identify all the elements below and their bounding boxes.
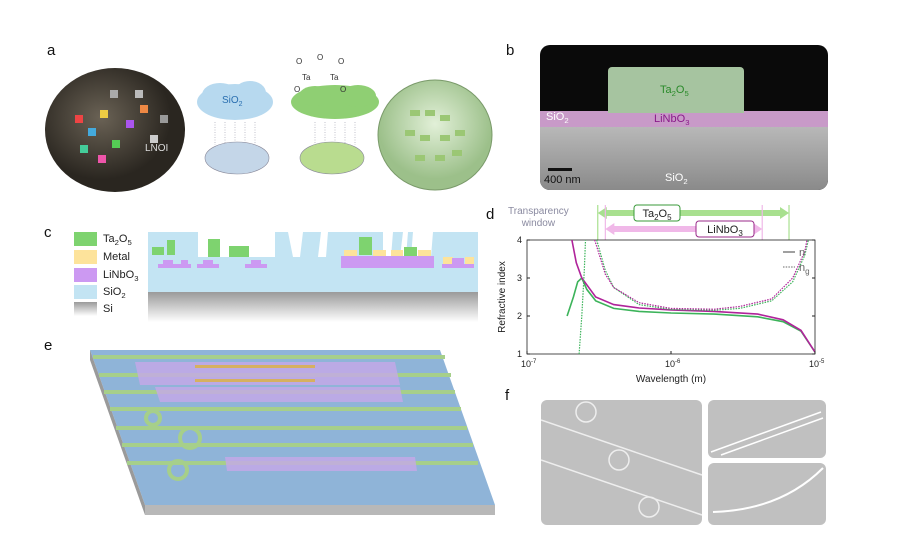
scale-bar xyxy=(548,168,572,171)
atom-ta1: Ta xyxy=(302,73,311,82)
legend-label: Metal xyxy=(103,251,130,263)
series-line-4 xyxy=(594,240,808,310)
scale-bar-label: 400 nm xyxy=(544,174,581,186)
arrow-head-left xyxy=(597,207,607,219)
legend-swatch xyxy=(74,302,97,316)
sio2-text: SiO xyxy=(222,95,239,106)
legend-swatch xyxy=(74,232,97,246)
sio2-cloud-label: SiO2 xyxy=(222,95,243,108)
chip-cross-section xyxy=(148,232,478,322)
atom-ta2: Ta xyxy=(330,73,339,82)
legend-swatch xyxy=(74,268,97,282)
series-line-1 xyxy=(571,240,815,353)
sem-cross-section-image xyxy=(540,45,828,190)
atom-o5: O xyxy=(340,85,346,94)
x-tick-label: 10-5 xyxy=(809,359,825,369)
panel-a-illustration: O O O Ta Ta O O xyxy=(45,53,493,192)
ta2o5-sem-label: Ta2O5 xyxy=(660,84,689,99)
y-tick-label: 3 xyxy=(517,273,522,283)
window-label-box xyxy=(633,204,681,222)
atom-o1: O xyxy=(296,57,302,66)
photonic-chip-3d-illustration xyxy=(90,350,495,515)
series-line-2 xyxy=(578,240,587,354)
panel-label-e: e xyxy=(44,337,53,354)
lnoi-label: LNOI xyxy=(145,143,169,154)
panel-label-a: a xyxy=(47,42,56,59)
panel-label-b: b xyxy=(506,42,515,59)
panel-label-d: d xyxy=(486,206,495,223)
legend-swatch xyxy=(74,250,97,264)
legend-label: LiNbO3 xyxy=(103,269,139,284)
arrow-head-right xyxy=(753,223,763,235)
sio2-left-label: SiO2 xyxy=(546,111,569,126)
window-label-Ta2O5: Ta2O5 xyxy=(642,208,672,222)
legend-swatch xyxy=(74,285,97,299)
wafer-chip-pattern xyxy=(405,110,465,161)
panel-label-f: f xyxy=(505,387,510,404)
sio2-sub: 2 xyxy=(238,101,243,108)
sem-rings-image xyxy=(541,400,702,525)
arrow-head-left xyxy=(605,223,615,235)
atom-o2: O xyxy=(317,53,323,62)
legend-n: n xyxy=(799,247,805,259)
legend-ng: ng xyxy=(799,262,810,276)
series-line-3 xyxy=(596,240,809,311)
window-label-box xyxy=(695,220,755,238)
sem-bend-image xyxy=(708,463,826,525)
x-tick-label: 10-6 xyxy=(665,359,681,369)
sem-images xyxy=(541,400,826,525)
x-axis-label: Wavelength (m) xyxy=(636,374,706,385)
sem-coupler-image xyxy=(708,400,826,458)
y-tick-label: 2 xyxy=(517,311,522,321)
panel-label-c: c xyxy=(44,224,52,241)
plot-frame xyxy=(526,239,816,355)
series-line-0 xyxy=(566,276,815,353)
coated-wafer xyxy=(377,79,493,191)
y-tick-label: 4 xyxy=(517,235,522,245)
legend-label: Si xyxy=(103,303,113,315)
window-label-LiNbO3: LiNbO3 xyxy=(707,224,743,238)
lnoi-wafer-photo xyxy=(45,68,185,192)
linbo3-sem-label: LiNbO3 xyxy=(654,113,690,128)
sio2-bottom-label: SiO2 xyxy=(665,172,688,187)
legend-label: SiO2 xyxy=(103,286,126,301)
y-tick-label: 1 xyxy=(517,349,522,359)
legend-label: Ta2O5 xyxy=(103,233,132,248)
atom-o3: O xyxy=(338,57,344,66)
arrow-head-right xyxy=(780,207,790,219)
ta2o5-cloud-icon xyxy=(291,85,379,175)
atom-o4: O xyxy=(294,85,300,94)
x-tick-label: 10-7 xyxy=(521,359,537,369)
wafer-chips xyxy=(75,90,168,163)
sio2-cloud-icon xyxy=(197,81,273,175)
y-axis-label: Refractive index xyxy=(497,261,508,333)
